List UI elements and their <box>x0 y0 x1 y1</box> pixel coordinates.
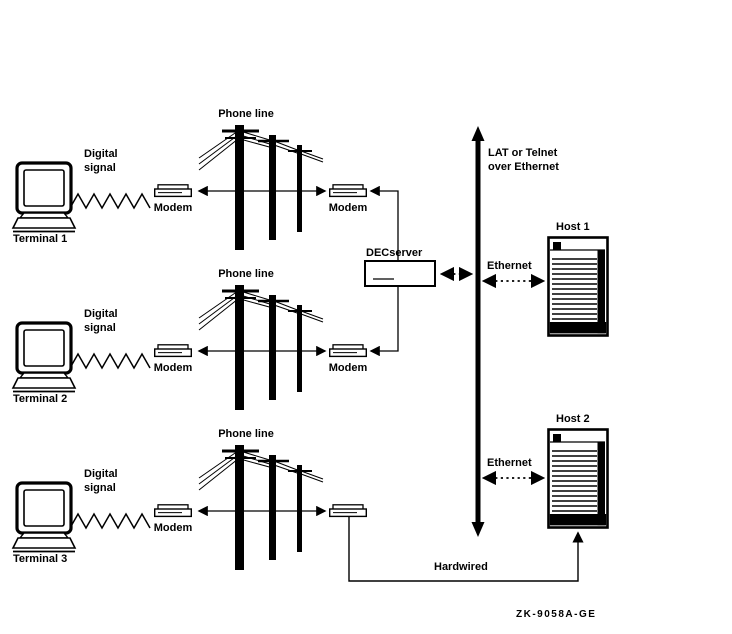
modem-label-2-left: Modem <box>153 362 193 374</box>
phone-line-label-3: Phone line <box>218 428 274 440</box>
ethernet-label-host2: Ethernet <box>487 457 532 469</box>
figure-code: ZK-9058A-GE <box>516 609 597 620</box>
host1-tower <box>547 236 609 337</box>
terminal-2-label: Terminal 2 <box>13 393 68 405</box>
host2-label: Host 2 <box>556 413 590 425</box>
terminal-3-label: Terminal 3 <box>13 553 68 565</box>
modem-label-3-left: Modem <box>153 522 193 534</box>
ethernet-backbone-line <box>471 126 485 537</box>
decserver-label: DECserver <box>366 247 423 259</box>
modem-label-1-left: Modem <box>153 202 193 214</box>
modem-label-1-right: Modem <box>328 202 368 214</box>
backbone-arrow-up <box>471 126 485 141</box>
host2-tower <box>547 428 609 529</box>
digital-signal-label-2: Digital signal <box>84 308 118 335</box>
decserver-box <box>364 260 436 287</box>
phone-line-label-1: Phone line <box>218 108 274 120</box>
host1-label: Host 1 <box>556 221 590 233</box>
digital-signal-label-3: Digital signal <box>84 468 118 495</box>
modem-row1-decserver-link <box>369 185 399 260</box>
phone-line-label-2: Phone line <box>218 268 274 280</box>
hardwired-label: Hardwired <box>434 561 488 573</box>
ethernet-label-host1: Ethernet <box>487 260 532 272</box>
terminal-1-label: Terminal 1 <box>13 233 68 245</box>
modem-label-2-right: Modem <box>328 362 368 374</box>
modem-row2-decserver-link <box>369 287 399 357</box>
hardwired-link <box>348 517 584 582</box>
digital-signal-label-1: Digital signal <box>84 148 118 175</box>
backbone-label: LAT or Telnet over Ethernet <box>488 147 559 174</box>
backbone-arrow-down <box>471 522 485 537</box>
